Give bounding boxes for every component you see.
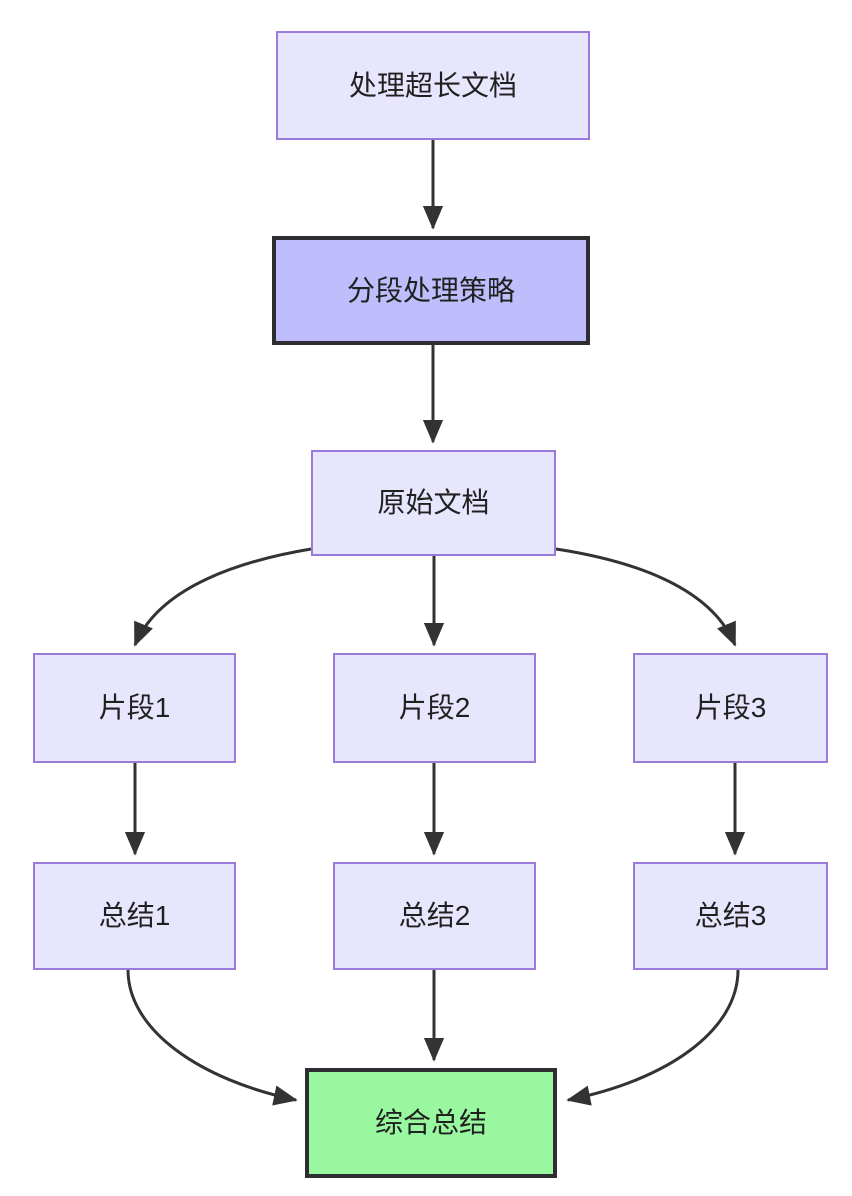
- node-label-source: 原始文档: [377, 487, 490, 519]
- node-label-chunk2: 片段2: [398, 692, 471, 724]
- node-label-final: 综合总结: [374, 1107, 487, 1139]
- node-chunk2[interactable]: 片段2: [333, 653, 536, 763]
- edge-source-to-chunk3: [555, 547, 737, 647]
- node-chunk1[interactable]: 片段1: [33, 653, 236, 763]
- node-label-strategy: 分段处理策略: [346, 274, 515, 306]
- node-label-sum3: 总结3: [694, 900, 767, 932]
- edge-sum3-to-final: [566, 969, 740, 1106]
- node-final[interactable]: 综合总结: [305, 1068, 557, 1178]
- node-sum2[interactable]: 总结2: [333, 862, 536, 970]
- node-label-chunk3: 片段3: [694, 692, 767, 724]
- node-label-sum1: 总结1: [98, 900, 171, 932]
- node-source[interactable]: 原始文档: [311, 450, 556, 556]
- node-sum1[interactable]: 总结1: [33, 862, 236, 970]
- node-label-doc: 处理超长文档: [348, 69, 517, 101]
- node-label-sum2: 总结2: [398, 900, 471, 932]
- node-sum3[interactable]: 总结3: [633, 862, 828, 970]
- edge-sum1-to-final: [126, 969, 298, 1106]
- edge-source-to-chunk1: [133, 547, 312, 647]
- node-chunk3[interactable]: 片段3: [633, 653, 828, 763]
- node-doc[interactable]: 处理超长文档: [276, 31, 590, 140]
- node-strategy[interactable]: 分段处理策略: [272, 236, 590, 345]
- node-label-chunk1: 片段1: [98, 692, 171, 724]
- edge-group: [124, 140, 746, 1106]
